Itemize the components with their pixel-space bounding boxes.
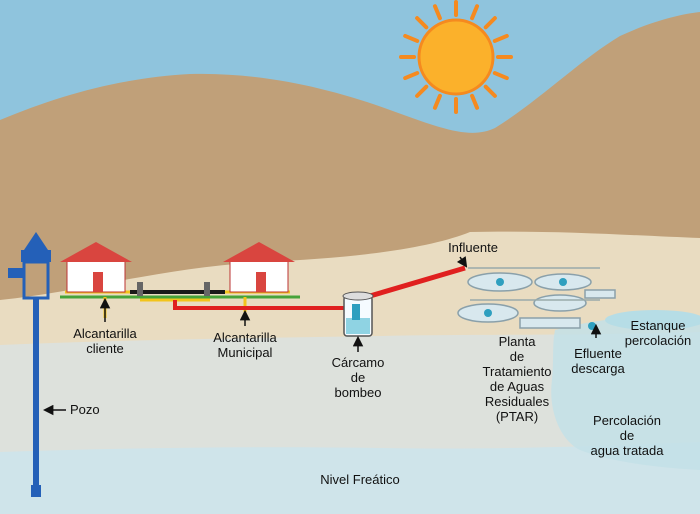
sun-ray: [415, 16, 429, 30]
label-efluente: Efluente descarga: [571, 346, 625, 376]
sun-ray: [403, 71, 420, 81]
label-alcantarilla-municipal: Alcantarilla Municipal: [213, 330, 277, 360]
house-icon: [60, 242, 132, 293]
label-planta: Planta de Tratamiento de Aguas Residuale…: [482, 334, 552, 424]
pump-station-icon: [342, 291, 374, 337]
percolation-plume: [551, 315, 700, 470]
sun-ray: [470, 4, 480, 21]
sun-icon: [399, 0, 513, 114]
label-influente: Influente: [448, 240, 498, 255]
well-tower-icon: [8, 232, 51, 497]
percolation-pond: [605, 310, 700, 330]
house-icon: [223, 242, 295, 293]
sun-ray: [492, 71, 509, 81]
label-pozo: Pozo: [70, 402, 100, 417]
water-table: [0, 442, 700, 514]
sun-ray: [470, 93, 480, 110]
label-nivel-freatico: Nivel Freático: [320, 472, 400, 487]
label-percolacion: Percolación de agua tratada: [590, 413, 664, 458]
sun-ray: [432, 4, 442, 21]
sun-ray: [415, 84, 429, 98]
sun-ray: [403, 33, 420, 43]
sun-ray: [483, 16, 497, 30]
treatment-plant-icon: [457, 267, 616, 330]
label-carcamo: Cárcamo de bombeo: [331, 355, 385, 400]
sun-ray: [432, 93, 442, 110]
sun-ray: [483, 84, 497, 98]
label-estanque: Estanque percolación: [624, 318, 692, 348]
sun-ray: [492, 33, 509, 43]
label-alcantarilla-cliente: Alcantarilla cliente: [73, 326, 137, 356]
arrow-icon: [42, 256, 602, 416]
